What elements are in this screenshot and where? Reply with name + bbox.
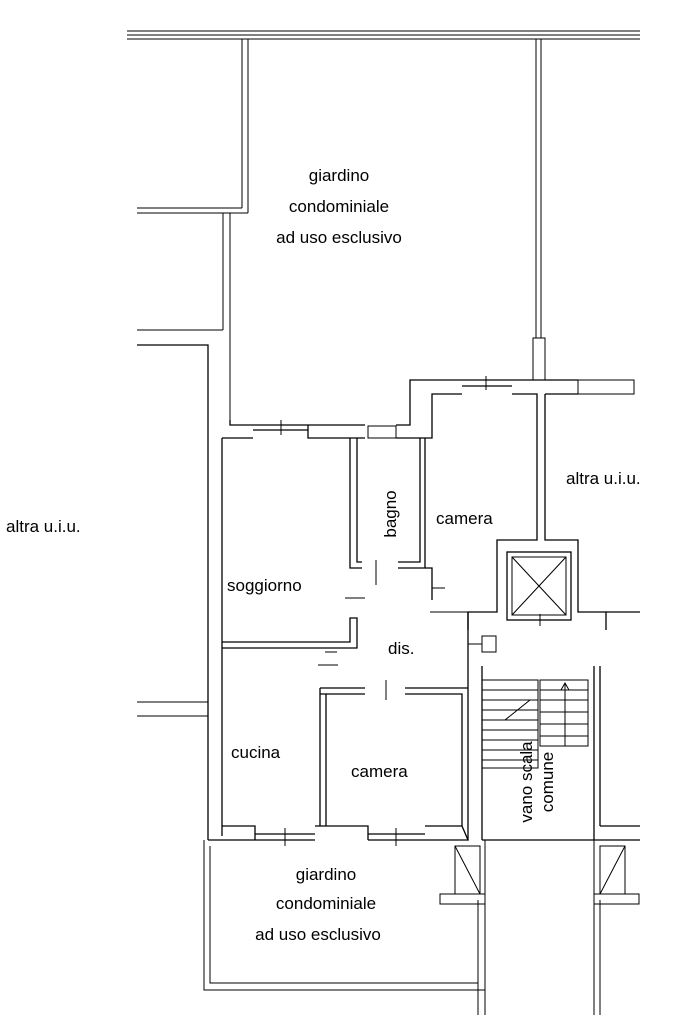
apartment-outer-walls bbox=[221, 376, 640, 836]
other-unit-left-label: altra u.i.u. bbox=[6, 517, 81, 536]
garden-bottom-label: giardino condominiale ad uso esclusivo bbox=[255, 865, 381, 944]
garden-bottom-line-3: ad uso esclusivo bbox=[255, 925, 381, 944]
camera-top-label: camera bbox=[436, 509, 493, 528]
dis-label: dis. bbox=[388, 639, 414, 658]
cucina-label: cucina bbox=[231, 743, 281, 762]
stair-well bbox=[481, 666, 640, 841]
garden-bottom-line-1: giardino bbox=[296, 865, 357, 884]
soggiorno-label: soggiorno bbox=[227, 576, 302, 595]
stair-label-line-1: vano scala bbox=[517, 741, 536, 823]
stair-label-line-2: comune bbox=[538, 752, 557, 812]
garden-top-line-1: giardino bbox=[309, 166, 370, 185]
lower-room-walls bbox=[208, 660, 469, 846]
interior-walls bbox=[222, 567, 497, 666]
other-unit-right-label: altra u.i.u. bbox=[566, 469, 641, 488]
upper-garden-fence bbox=[137, 39, 546, 420]
garden-top-label: giardino condominiale ad uso esclusivo bbox=[276, 166, 402, 247]
lift-shaft bbox=[506, 551, 572, 626]
bagno-label: bagno bbox=[381, 490, 400, 537]
lower-garden-fence bbox=[203, 840, 640, 1015]
garden-bottom-line-2: condominiale bbox=[276, 894, 376, 913]
camera-bottom-label: camera bbox=[351, 762, 408, 781]
garden-top-line-3: ad uso esclusivo bbox=[276, 228, 402, 247]
top-boundary-wall bbox=[127, 30, 640, 40]
left-unit-walls bbox=[137, 344, 209, 840]
garden-top-line-2: condominiale bbox=[289, 197, 389, 216]
